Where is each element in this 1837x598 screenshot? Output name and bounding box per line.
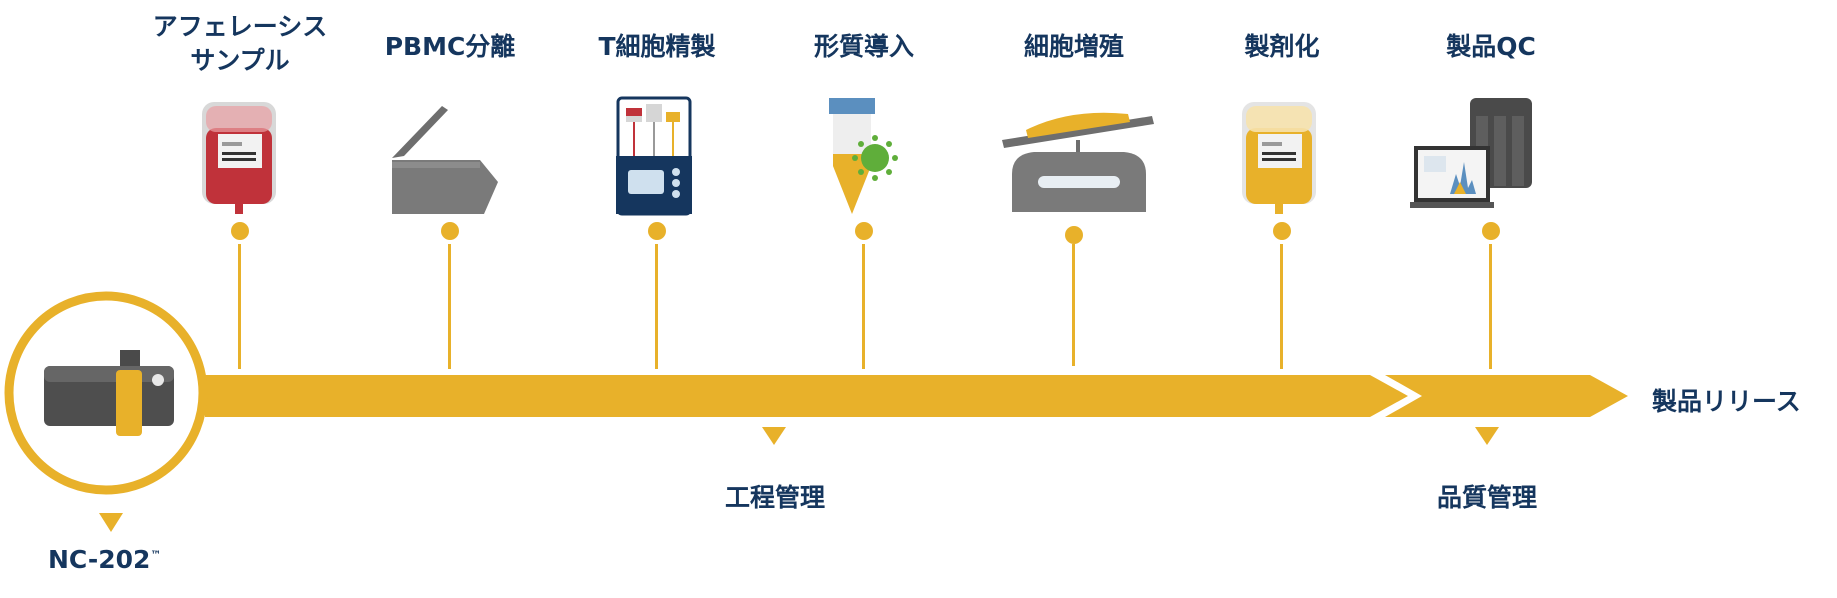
stage-dot-3: [648, 222, 666, 240]
nc202-device-icon: [44, 350, 174, 436]
stage-dot-6: [1273, 222, 1291, 240]
connector-line-2: [448, 244, 451, 369]
stage-dot-5: [1065, 226, 1083, 244]
tube-virus-icon: [829, 98, 898, 214]
connector-line-5: [1072, 244, 1075, 366]
stage-label-5: 細胞増殖: [1023, 32, 1124, 61]
stage-label-2: PBMC分離: [384, 32, 516, 61]
product-name: NC-202: [48, 545, 151, 574]
stage-dot-1: [231, 222, 249, 240]
product-bag-icon: [1242, 102, 1316, 214]
qc-arrow: [1385, 375, 1628, 417]
stage-label-3: T細胞精製: [598, 32, 716, 61]
connector-line-4: [862, 244, 865, 369]
stage-dot-4: [855, 222, 873, 240]
release-label: 製品リリース: [1652, 387, 1801, 416]
stage-dot-2: [441, 222, 459, 240]
flow-cytometer-icon: [1410, 98, 1532, 208]
connector-line-6: [1280, 244, 1283, 369]
cell-separator-icon: [616, 96, 692, 216]
connector-line-7: [1489, 244, 1492, 369]
stage-label-7: 製品QC: [1446, 32, 1536, 61]
blood-bag-icon: [202, 102, 276, 214]
process-marker: [762, 427, 786, 445]
stage-dot-7: [1482, 222, 1500, 240]
process-arrow: [205, 375, 1408, 417]
rocking-bioreactor-icon: [1002, 112, 1154, 212]
stage-label-6: 製剤化: [1244, 32, 1320, 61]
centrifuge-icon: [392, 106, 498, 214]
connector-line-1: [238, 244, 241, 369]
trademark-mark: ™: [150, 548, 162, 562]
product-marker: [99, 513, 123, 532]
quality-control-label: 品質管理: [1436, 483, 1537, 512]
connector-line-3: [655, 244, 658, 369]
product-label: NC-202™: [48, 545, 161, 574]
stage-label-1: アフェレーシス サンプル: [152, 12, 328, 75]
qc-marker: [1475, 427, 1499, 445]
process-control-label: 工程管理: [724, 483, 825, 512]
stage-label-4: 形質導入: [813, 32, 914, 61]
